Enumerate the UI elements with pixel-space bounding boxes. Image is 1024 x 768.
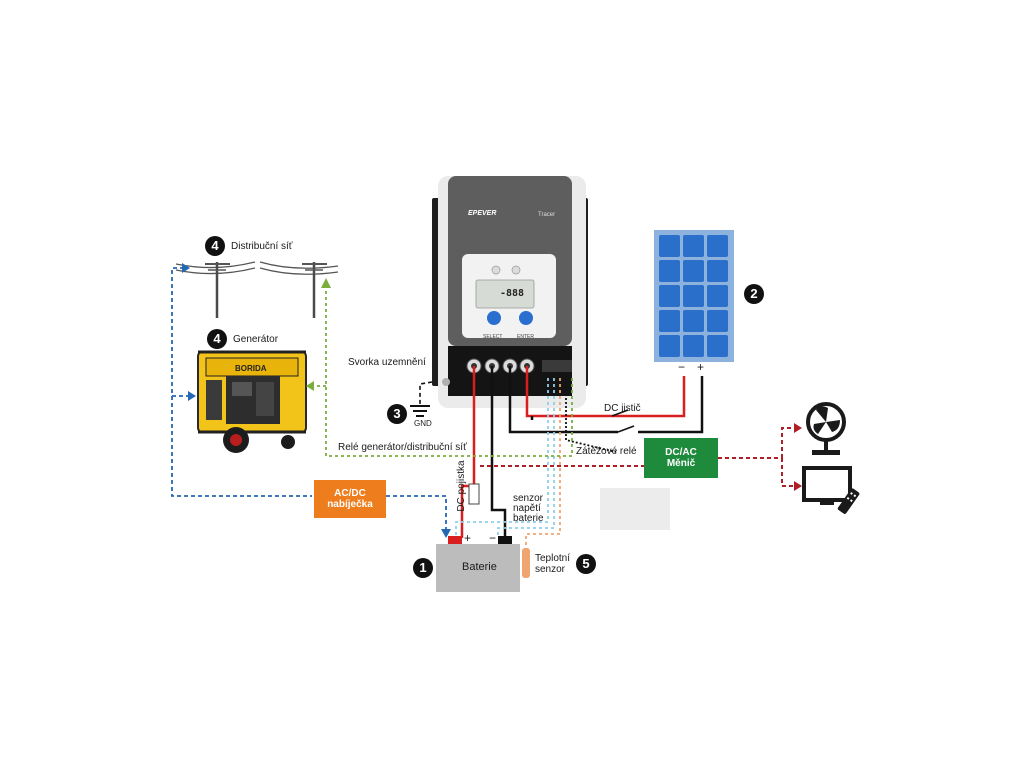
badge-grid: 4 [205,236,225,256]
solar-cell [683,235,704,257]
solar-cell [683,285,704,307]
battery-voltage-sensor-label-2: napětí [513,503,541,514]
inverter-label-2: Měnič [666,458,696,469]
solar-cell [707,285,728,307]
badge-ground: 3 [387,404,407,424]
ground-icon [410,405,430,417]
badge-temp-sensor: 5 [576,554,596,574]
solar-cell [707,260,728,282]
ac-charger-lines [171,267,447,532]
solar-cell [659,310,680,332]
dc-negative-wires [490,366,704,538]
solar-cell [659,335,680,357]
ac-dc-charger-box: AC/DC nabíječka [314,480,386,518]
battery-voltage-sensor-label-1: senzor [513,493,544,504]
solar-minus-label: − [678,360,686,374]
power-line-icon [175,261,339,318]
tv-icon [802,466,852,505]
ac-arrows [182,263,451,538]
solar-cell [659,285,680,307]
solar-cell [707,335,728,357]
ground-wire [419,381,433,406]
solar-cell [683,260,704,282]
dc-positive-wires [460,366,686,538]
dc-breaker-switch [611,409,635,433]
relay-arrows [306,278,331,391]
relay-generator-grid-label: Relé generátor/distribuční síť [338,442,467,453]
remote-control-icon [837,488,860,514]
battery-icon [436,536,520,592]
generator-icon: BORIDA [197,350,307,453]
generator-brand: BORIDA [235,364,267,373]
controller-lcd: -888 [500,288,525,299]
solar-cell [707,235,728,257]
battery-minus-label: − [489,531,497,545]
select-button-label[interactable]: SELECT [483,334,503,340]
load-relay-label: Zátěžové relé [576,446,637,457]
fan-icon [806,402,846,455]
ground-terminal-label: Svorka uzemnění [348,357,426,368]
charger-label-1: AC/DC [334,488,366,499]
solar-cell [683,310,704,332]
battery-voltage-sensor-label-3: baterie [513,513,544,524]
enter-button-label[interactable]: ENTER [517,334,534,340]
solar-cell [659,260,680,282]
dc-fuse-label: DC pojistka [456,460,467,512]
dc-ac-inverter-box: DC/AC Měnič [644,438,718,478]
badge-battery: 1 [413,558,433,578]
solar-panel-icon [654,230,734,362]
fuse-icon [468,483,480,505]
controller-brand: EPEVER [468,210,497,217]
generator-label: Generátor [233,334,279,345]
inverter-label-1: DC/AC [665,447,697,458]
temperature-sensor-label-1: Teplotní [535,553,571,564]
blank-placeholder [600,488,670,530]
load-lines [480,427,796,487]
badge-generator: 4 [207,329,227,349]
dc-breaker-label: DC jistič [604,403,641,414]
solar-plus-label: + [697,360,705,374]
controller-model: Tracer [538,212,556,218]
badge-solar: 2 [744,284,764,304]
sensor-lines [312,282,617,548]
load-arrows [794,423,802,491]
gnd-label: GND [414,419,432,428]
solar-cell [659,235,680,257]
solar-cell [707,310,728,332]
temperature-sensor-icon [522,548,530,578]
distribution-grid-label: Distribuční síť [231,241,293,252]
temperature-sensor-label-2: senzor [535,564,566,575]
battery-label: Baterie [462,561,497,573]
solar-cell [683,335,704,357]
battery-plus-label: + [464,531,472,545]
charger-label-2: nabíječka [327,499,373,510]
